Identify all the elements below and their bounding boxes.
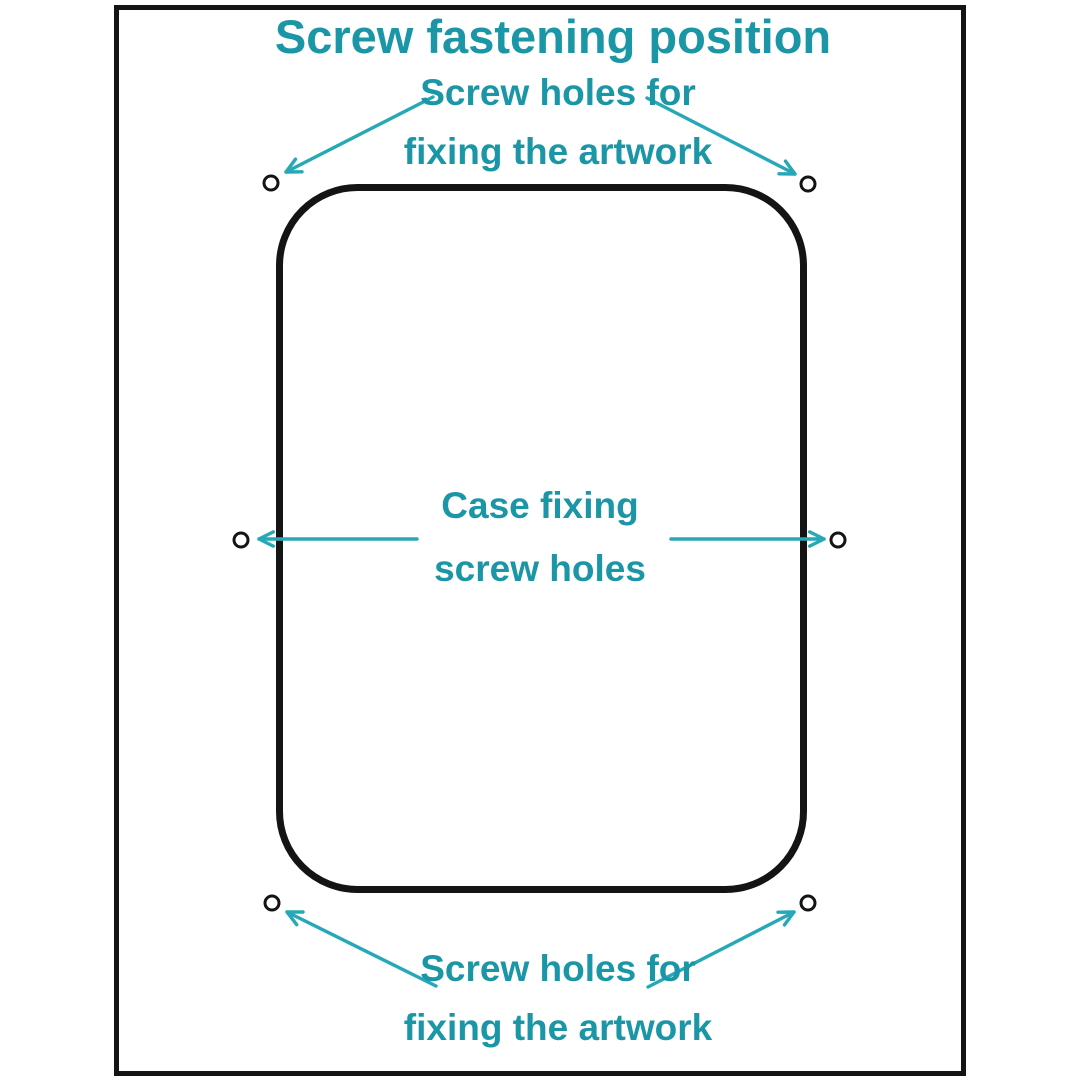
arrowhead-icon-bottom-left (285, 910, 305, 927)
outer-frame-border (114, 5, 966, 1076)
arrowhead-icon-mid-right (808, 530, 826, 548)
screw-hole-case-mid-left (232, 531, 250, 549)
annotation-center-line2: screw holes (434, 548, 646, 589)
arrow-line-top-right (645, 96, 797, 176)
annotation-arrow-top-right (645, 96, 797, 176)
annotation-arrow-mid-right (669, 530, 826, 548)
annotation-arrow-bottom-left (285, 910, 438, 988)
arrowhead-icon-top-left (284, 157, 304, 174)
annotation-top-line1: Screw holes for (420, 72, 696, 113)
annotation-center-line1: Case fixing (441, 485, 639, 526)
screw-hole-artwork-bottom-right (799, 894, 817, 912)
arrow-line-top-left (284, 95, 435, 174)
screw-hole-artwork-top-right (799, 175, 817, 193)
arrowhead-icon-mid-left (257, 530, 275, 548)
annotation-bottom-line2: fixing the artwork (403, 1007, 713, 1048)
annotation-bottom-line1: Screw holes for (420, 948, 696, 989)
annotation-arrow-top-left (284, 95, 435, 174)
screw-hole-case-mid-right (829, 531, 847, 549)
arrow-line-bottom-left (285, 910, 438, 988)
arrowhead-icon-top-right (777, 159, 797, 176)
annotation-arrow-mid-left (257, 530, 419, 548)
annotation-top-line2: fixing the artwork (403, 131, 713, 172)
annotation-top: Screw holes for fixing the artwork (18, 63, 1080, 181)
arrowhead-icon-bottom-right (776, 910, 796, 927)
arrow-line-bottom-right (646, 910, 796, 989)
page-title: Screw fastening position (274, 10, 832, 63)
screw-hole-artwork-top-left (262, 174, 280, 192)
annotation-center: Case fixing screw holes (0, 474, 1080, 600)
annotation-bottom: Screw holes for fixing the artwork (18, 939, 1080, 1057)
annotation-arrow-bottom-right (646, 910, 796, 989)
screw-hole-artwork-bottom-left (263, 894, 281, 912)
